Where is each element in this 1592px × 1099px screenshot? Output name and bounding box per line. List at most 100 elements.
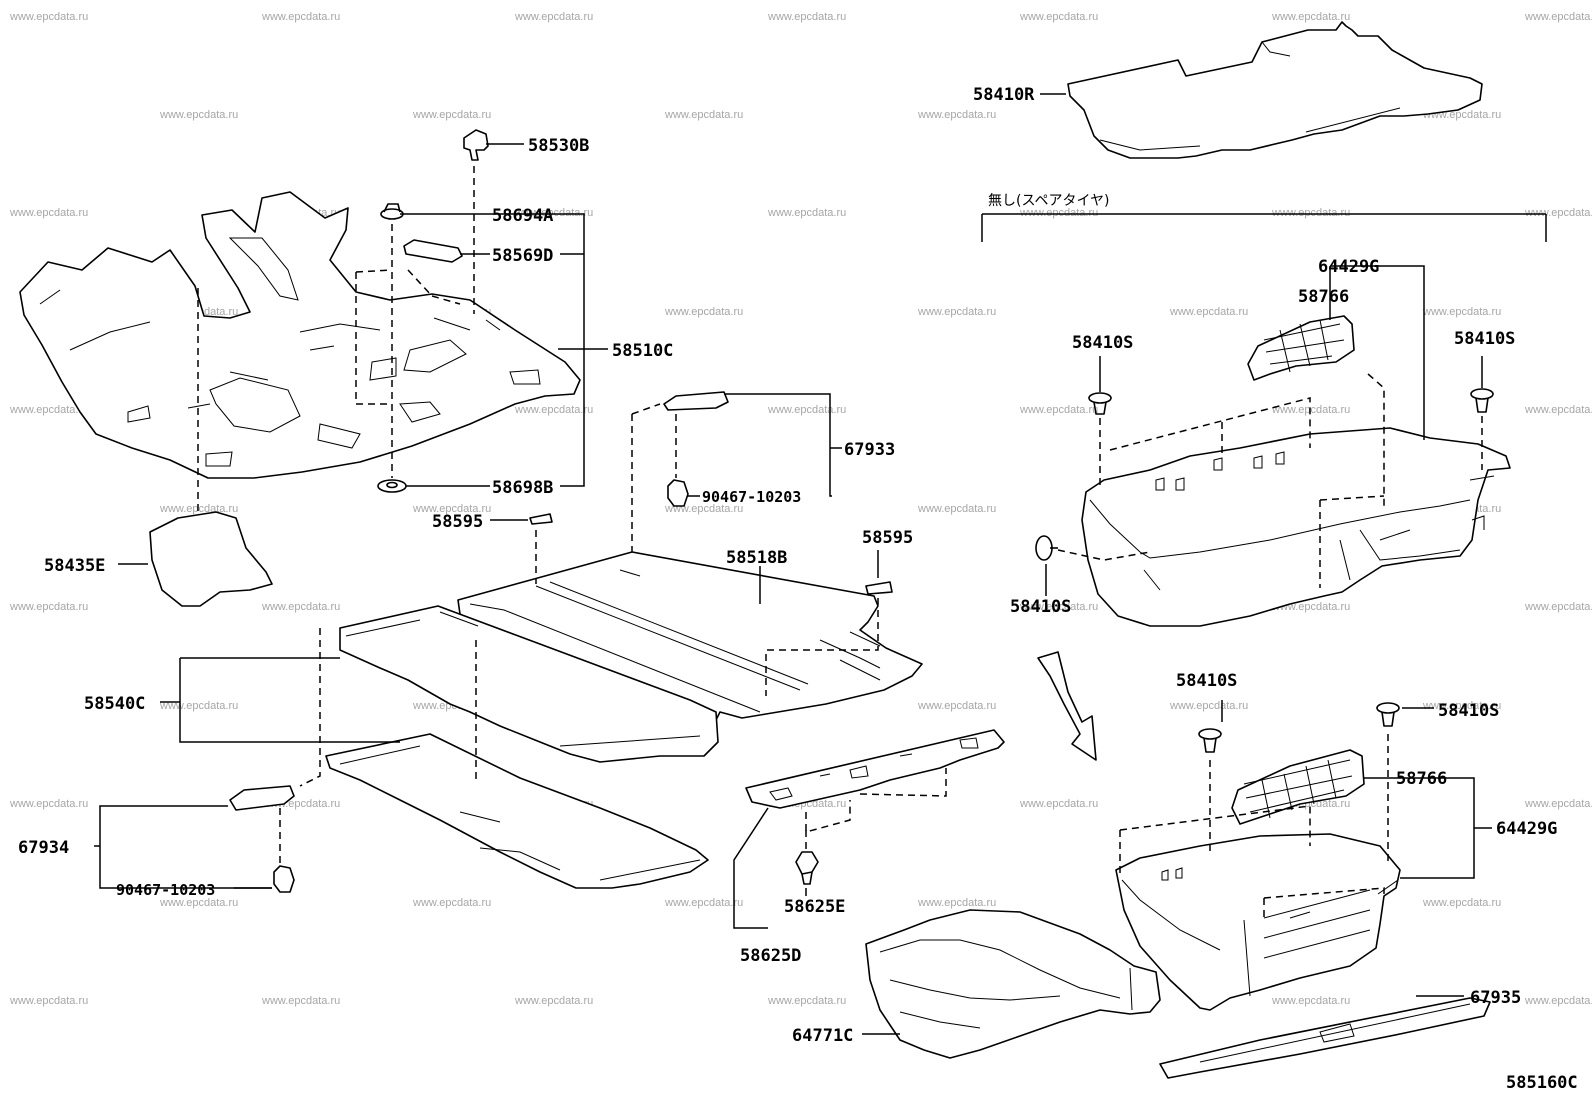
clip-58410S-a[interactable]	[1088, 392, 1112, 415]
watermark: www.epcdata.ru	[1271, 995, 1350, 1007]
part-label-90467-10203[interactable]: 90467-10203	[702, 488, 801, 506]
watermark: www.epcdata.ru	[767, 995, 846, 1007]
watermark: www.epcdata.ru	[9, 601, 88, 613]
rear-floor-mat-58540C-upper[interactable]	[339, 605, 719, 763]
watermark: www.epcdata.ru	[1019, 207, 1098, 219]
clip-58530B[interactable]	[463, 129, 489, 161]
part-label-58625D[interactable]: 58625D	[740, 946, 801, 966]
part-label-58625E[interactable]: 58625E	[784, 897, 845, 917]
part-label-64771C[interactable]: 64771C	[792, 1026, 853, 1046]
watermark: www.epcdata.ru	[1422, 897, 1501, 909]
watermark: www.epcdata.ru	[412, 109, 491, 121]
watermark: www.epcdata.ru	[514, 995, 593, 1007]
part-label-58595[interactable]: 58595	[862, 528, 913, 548]
part-label-58530B[interactable]: 58530B	[528, 136, 589, 156]
variant-note: 無し(スペアタイヤ)	[988, 193, 1110, 209]
watermark: www.epcdata.ru	[664, 109, 743, 121]
watermark: www.epcdata.ru	[1169, 306, 1248, 318]
watermark: www.epcdata.ru	[9, 995, 88, 1007]
part-label-64429G[interactable]: 64429G	[1318, 257, 1379, 277]
part-label-58698B[interactable]: 58698B	[492, 478, 553, 498]
scuff-plate-67935[interactable]	[1159, 997, 1491, 1079]
part-label-58410S[interactable]: 58410S	[1010, 597, 1071, 617]
clip-58410S-c[interactable]	[1035, 535, 1058, 561]
watermark: www.epcdata.ru	[917, 306, 996, 318]
part-label-58410S[interactable]: 58410S	[1176, 671, 1237, 691]
part-label-58694A[interactable]: 58694A	[492, 206, 553, 226]
part-label-67935[interactable]: 67935	[1470, 988, 1521, 1008]
deck-trim-58766-upper[interactable]	[1247, 315, 1355, 381]
clip-58410S-e[interactable]	[1376, 702, 1400, 727]
part-label-58435E[interactable]: 58435E	[44, 556, 105, 576]
watermark-layer: www.epcdata.ru www.epcdata.ru www.epcdat…	[9, 11, 1592, 1007]
deck-box-upper[interactable]	[1081, 427, 1511, 627]
part-label-58518B[interactable]: 58518B	[726, 548, 787, 568]
arrow-icon	[1037, 651, 1097, 761]
watermark: www.epcdata.ru	[514, 404, 593, 416]
plate-58595-right[interactable]	[865, 581, 893, 595]
part-label-58410S[interactable]: 58410S	[1454, 329, 1515, 349]
front-floor-carpet-58510C[interactable]	[19, 191, 581, 479]
clip-58625E[interactable]	[795, 851, 819, 885]
watermark: www.epcdata.ru	[1271, 207, 1350, 219]
illustration-code: 585160C	[1506, 1073, 1578, 1093]
watermark: www.epcdata.ru	[9, 207, 88, 219]
watermark: www.epcdata.ru	[1019, 601, 1098, 613]
watermark: www.epcdata.ru	[1422, 700, 1501, 712]
clip-58410S-d[interactable]	[1198, 728, 1222, 753]
part-label-58410S[interactable]: 58410S	[1438, 701, 1499, 721]
part-label-58595[interactable]: 58595	[432, 512, 483, 532]
watermark: www.epcdata.ru	[1524, 995, 1592, 1007]
watermark: www.epcdata.ru	[1524, 601, 1592, 613]
clip-58694A[interactable]	[380, 203, 404, 220]
plate-58595-left[interactable]	[529, 513, 553, 525]
watermark: www.epcdata.ru	[1271, 11, 1350, 23]
part-label-64429G[interactable]: 64429G	[1496, 819, 1557, 839]
watermark: www.epcdata.ru	[664, 306, 743, 318]
watermark: www.epcdata.ru	[1019, 11, 1098, 23]
deck-box-lower[interactable]	[1115, 833, 1401, 1011]
scuff-plate-67934[interactable]	[229, 785, 295, 811]
deck-trim-58766-lower[interactable]	[1231, 749, 1365, 825]
watermark: www.epcdata.ru	[9, 798, 88, 810]
spare-tire-tray-64771C[interactable]	[865, 909, 1161, 1059]
watermark: www.epcdata.ru	[1524, 798, 1592, 810]
clip-58410S-b[interactable]	[1470, 388, 1494, 413]
part-label-58766[interactable]: 58766	[1298, 287, 1349, 307]
scuff-plate-67933[interactable]	[663, 391, 729, 411]
part-label-58540C[interactable]: 58540C	[84, 694, 145, 714]
watermark: www.epcdata.ru	[9, 404, 88, 416]
watermark: www.epcdata.ru	[1169, 700, 1248, 712]
watermark: www.epcdata.ru	[514, 11, 593, 23]
watermark: www.epcdata.ru	[412, 897, 491, 909]
deck-board-58410R[interactable]	[1067, 21, 1483, 159]
part-label-58410R[interactable]: 58410R	[973, 85, 1035, 105]
watermark: www.epcdata.ru	[1019, 404, 1098, 416]
watermark: www.epcdata.ru	[261, 995, 340, 1007]
watermark: www.epcdata.ru	[767, 207, 846, 219]
watermark: www.epcdata.ru	[767, 11, 846, 23]
floor-silencer-58435E[interactable]	[149, 511, 273, 607]
part-label-58569D[interactable]: 58569D	[492, 246, 553, 266]
part-label-58410S[interactable]: 58410S	[1072, 333, 1133, 353]
watermark: www.epcdata.ru	[159, 109, 238, 121]
watermark: www.epcdata.ru	[159, 700, 238, 712]
clip-58698B[interactable]	[377, 479, 407, 493]
watermark: www.epcdata.ru	[1524, 11, 1592, 23]
part-label-58766[interactable]: 58766	[1396, 769, 1447, 789]
watermark: www.epcdata.ru	[917, 897, 996, 909]
clip-90467-10203-upper[interactable]	[667, 479, 689, 507]
step-cover-58625D[interactable]	[745, 729, 1005, 809]
watermark: www.epcdata.ru	[1524, 207, 1592, 219]
clip-90467-10203-lower[interactable]	[273, 865, 295, 893]
part-label-67933[interactable]: 67933	[844, 440, 895, 460]
pad-58569D[interactable]	[403, 239, 463, 263]
part-label-67934[interactable]: 67934	[18, 838, 69, 858]
rear-floor-mat-58540C-lower[interactable]	[325, 733, 709, 889]
part-label-58510C[interactable]: 58510C	[612, 341, 673, 361]
watermark: www.epcdata.ru	[412, 503, 491, 515]
watermark: www.epcdata.ru	[261, 601, 340, 613]
watermark: www.epcdata.ru	[1019, 798, 1098, 810]
part-label-90467-10203[interactable]: 90467-10203	[116, 881, 215, 899]
